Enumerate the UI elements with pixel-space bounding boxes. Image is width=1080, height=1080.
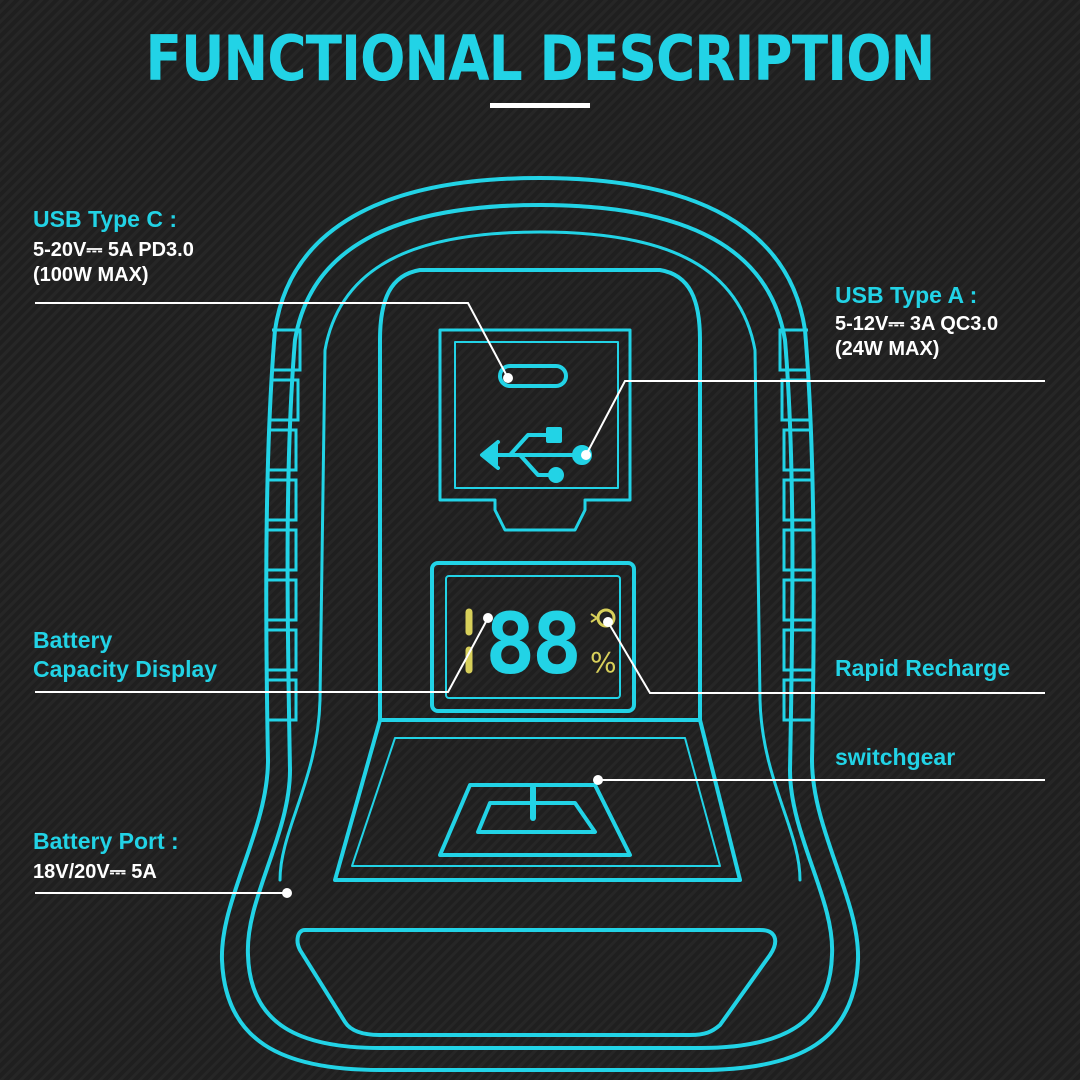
battery-display-heading-line2: Capacity Display	[33, 655, 218, 682]
switchgear-leader-dot	[593, 775, 603, 785]
switchgear-callout: switchgear	[835, 743, 955, 772]
battery-display-callout: Battery Capacity Display	[33, 626, 217, 684]
battery-port-spec-line1: 18V/20V⎓ 5A	[33, 860, 157, 883]
display-frame	[430, 561, 636, 713]
capacity-digits: 88	[485, 595, 578, 693]
power-switch-icon	[438, 783, 632, 857]
usb-c-port-icon	[498, 364, 568, 388]
usb-a-callout: USB Type A : 5-12V⎓ 3A QC3.0 (24W MAX)	[835, 281, 998, 362]
body-top-rim	[538, 230, 802, 882]
usb-symbol-icon	[480, 427, 592, 483]
rapid-recharge-leader-line	[607, 621, 1045, 694]
battery-port-callout: Battery Port : 18V/20V⎓ 5A	[33, 827, 179, 885]
battery-port-leader-dot	[282, 888, 292, 898]
usb-a-spec-line2: (24W MAX)	[835, 337, 940, 360]
rapid-recharge-heading: Rapid Recharge	[835, 655, 1011, 681]
display-leader-line	[35, 617, 489, 693]
left-grip-texture	[268, 328, 302, 722]
rapid-recharge-leader-dot	[603, 617, 613, 627]
usb-c-leader-line	[35, 302, 509, 379]
usb-c-callout: USB Type C : 5-20V⎓ 5A PD3.0 (100W MAX)	[33, 205, 194, 288]
display-leader-dot	[483, 613, 493, 623]
usb-a-spec-line1: 5-12V⎓ 3A QC3.0	[835, 312, 999, 335]
usb-a-heading: USB Type A :	[835, 282, 978, 308]
switch-panel-inner	[351, 737, 721, 867]
battery-port-vent	[295, 928, 778, 1037]
switchgear-heading: switchgear	[835, 744, 956, 770]
rapid-recharge-callout: Rapid Recharge	[835, 654, 1010, 683]
usb-c-heading: USB Type C :	[33, 206, 177, 232]
usb-a-leader-line	[585, 380, 1045, 456]
usb-port-housing	[438, 328, 632, 532]
usb-c-leader-dot	[503, 373, 513, 383]
usb-port-housing-inner	[454, 341, 619, 489]
percent-sign: %	[590, 646, 617, 679]
body-inner-outline	[245, 203, 835, 1050]
page-title: FUNCTIONAL DESCRIPTION	[145, 22, 936, 95]
battery-display-heading-line1: Battery	[33, 627, 113, 653]
display-screen	[445, 575, 621, 699]
body-outer-outline	[219, 176, 861, 1072]
battery-port-heading: Battery Port :	[33, 828, 179, 854]
body-top-rim-left	[278, 230, 542, 882]
usb-a-leader-dot	[581, 450, 591, 460]
usb-c-spec-line2: (100W MAX)	[33, 263, 149, 286]
usb-c-spec-line1: 5-20V⎓ 5A PD3.0	[33, 238, 194, 261]
switch-panel	[333, 718, 742, 882]
title-underline	[490, 103, 590, 108]
